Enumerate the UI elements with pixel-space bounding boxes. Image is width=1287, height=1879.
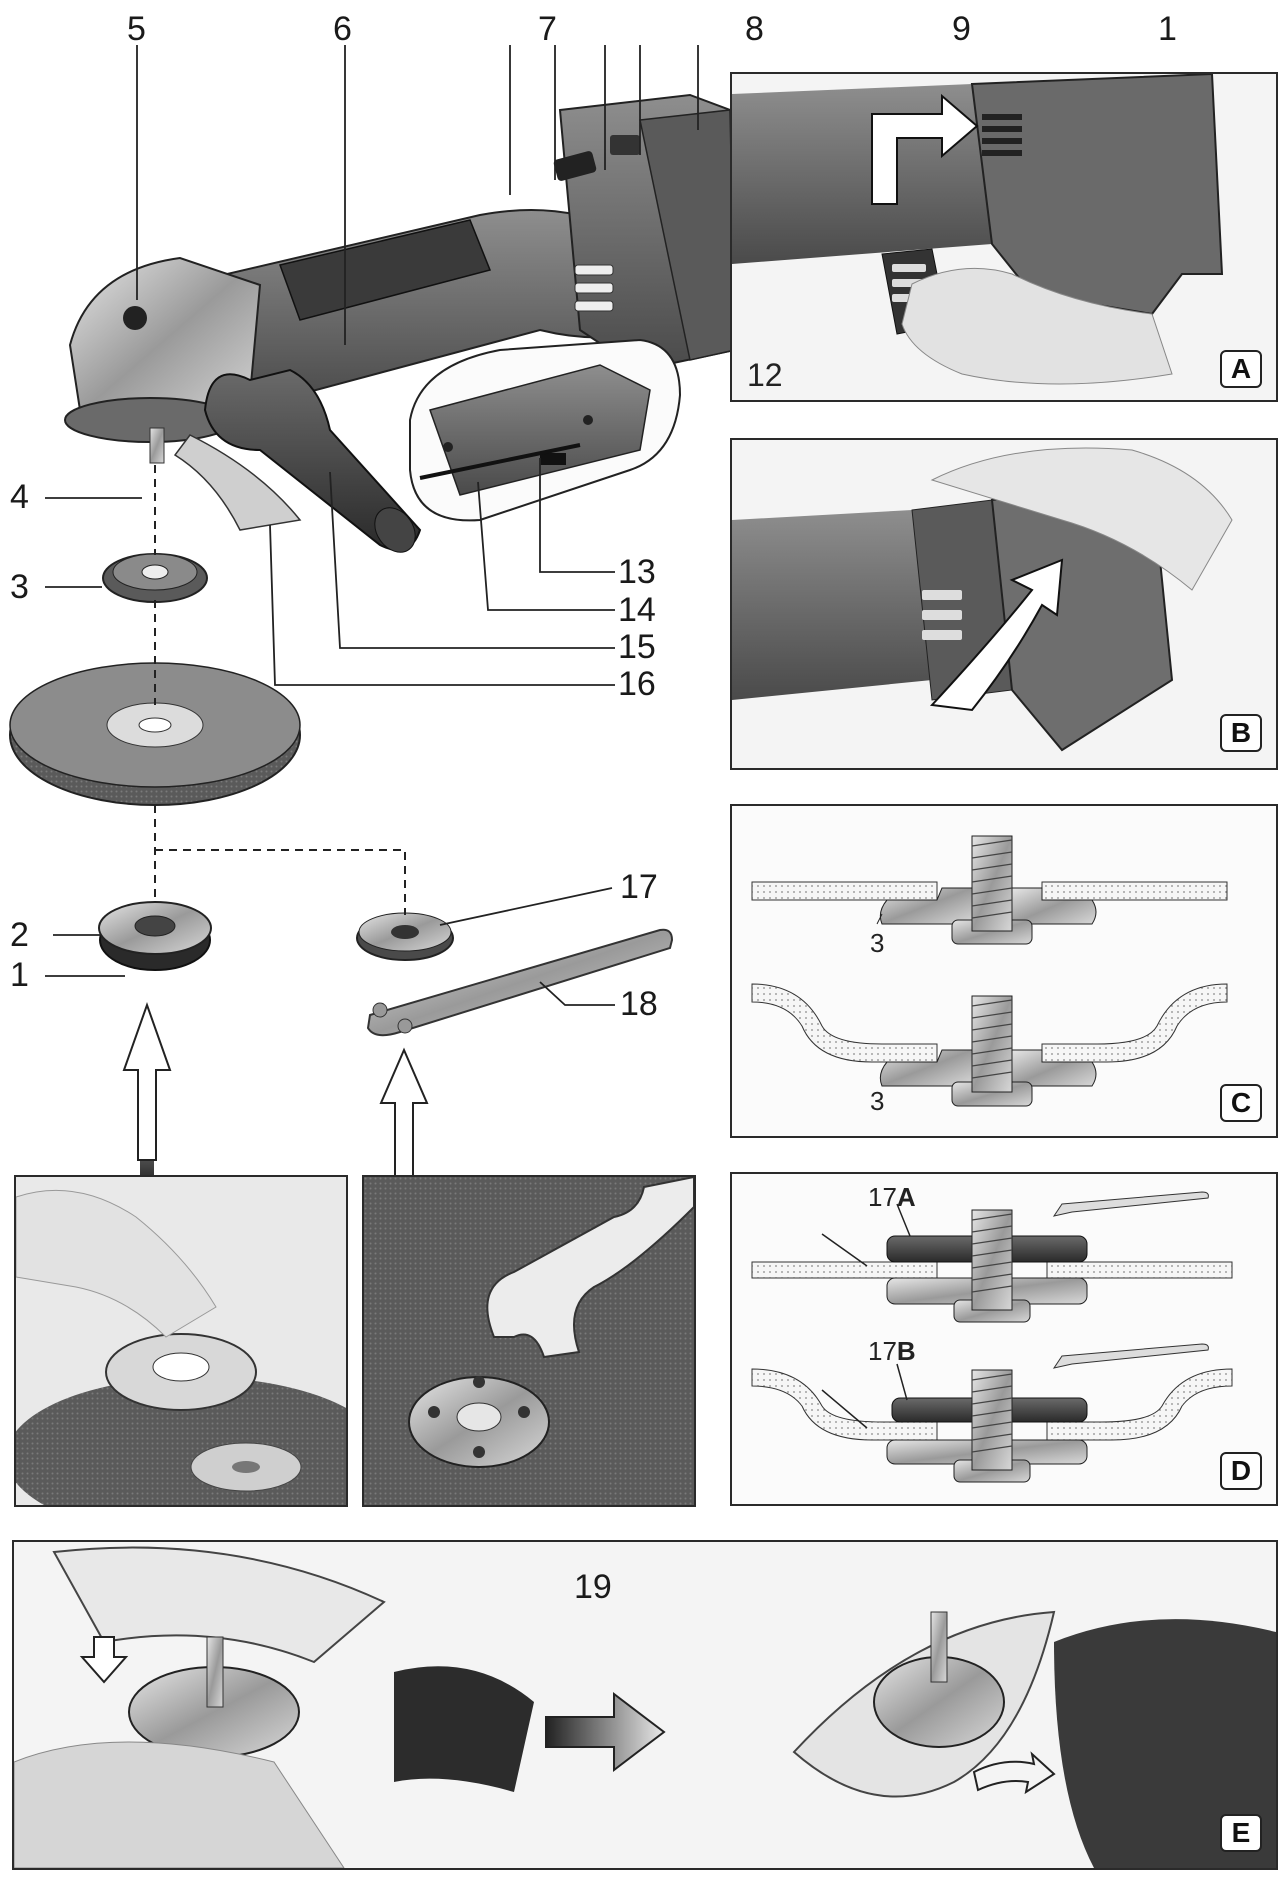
panel-a-badge: A — [1220, 350, 1262, 388]
photo-quick-nut-art — [16, 1189, 346, 1505]
panel-e-badge: E — [1220, 1814, 1262, 1852]
up-arrows — [122, 1002, 429, 1177]
support-flange-3 — [102, 553, 208, 603]
panel-c-art — [751, 835, 1228, 1107]
callout-3: 3 — [10, 568, 29, 606]
photo-spanner-tightening — [362, 1175, 696, 1507]
callout-15: 15 — [618, 628, 656, 666]
callout-13: 13 — [618, 553, 656, 591]
panel-d-label-17a-num: 17 — [868, 1182, 897, 1212]
callout-16: 16 — [618, 665, 656, 703]
two-hole-spanner-18 — [366, 928, 674, 1037]
photo-quick-nut-fitting — [14, 1175, 348, 1507]
panel-e-guard-adjustment: 19 E — [12, 1540, 1278, 1870]
callout-1-top: 1 — [1158, 10, 1177, 48]
callout-1: 1 — [10, 956, 29, 994]
callout-4: 4 — [10, 478, 29, 516]
panel-a-callout-12: 12 — [747, 357, 783, 393]
panel-e-art — [14, 1546, 1276, 1868]
callout-18: 18 — [620, 985, 658, 1023]
callout-5: 5 — [127, 10, 146, 48]
grinding-disc — [9, 662, 301, 806]
panel-c-label-top: 3 — [870, 928, 885, 958]
panel-b-badge: B — [1220, 714, 1262, 752]
panel-b-battery-insert: B — [730, 438, 1278, 770]
panel-a-art — [732, 74, 1224, 385]
panel-b-art — [732, 447, 1233, 752]
panel-a-battery-removal: 12 A — [730, 72, 1278, 402]
panel-d-nut-orientation: 17A 17B D — [730, 1172, 1278, 1506]
panel-d-label-17a-letter: A — [896, 1182, 916, 1212]
panel-d-label-17a: 17A — [868, 1182, 916, 1213]
panel-d-label-17b-letter: B — [896, 1336, 916, 1366]
panel-c-label-bottom: 3 — [870, 1086, 885, 1116]
panel-c-flange-cross-section: 3 3 C — [730, 804, 1278, 1138]
panel-c-badge: C — [1220, 1084, 1262, 1122]
photo-spanner-art — [364, 1177, 694, 1505]
callout-7: 7 — [538, 10, 557, 48]
callout-2: 2 — [10, 916, 29, 954]
quick-nut — [98, 901, 212, 971]
angle-grinder-illustration — [64, 93, 737, 553]
callout-14: 14 — [618, 591, 656, 629]
callout-6: 6 — [333, 10, 352, 48]
switch-detail-inset — [409, 338, 682, 522]
panel-d-label-17b-num: 17 — [868, 1336, 897, 1366]
callout-9: 9 — [952, 10, 971, 48]
panel-e-callout-19: 19 — [574, 1568, 612, 1606]
callout-8: 8 — [745, 10, 764, 48]
assembly-guide-lines — [154, 465, 406, 915]
panel-d-label-17b: 17B — [868, 1336, 916, 1367]
clamping-nut-17 — [356, 912, 454, 961]
panel-d-badge: D — [1220, 1452, 1262, 1490]
panel-d-art — [751, 1191, 1233, 1483]
callout-17: 17 — [620, 868, 658, 906]
